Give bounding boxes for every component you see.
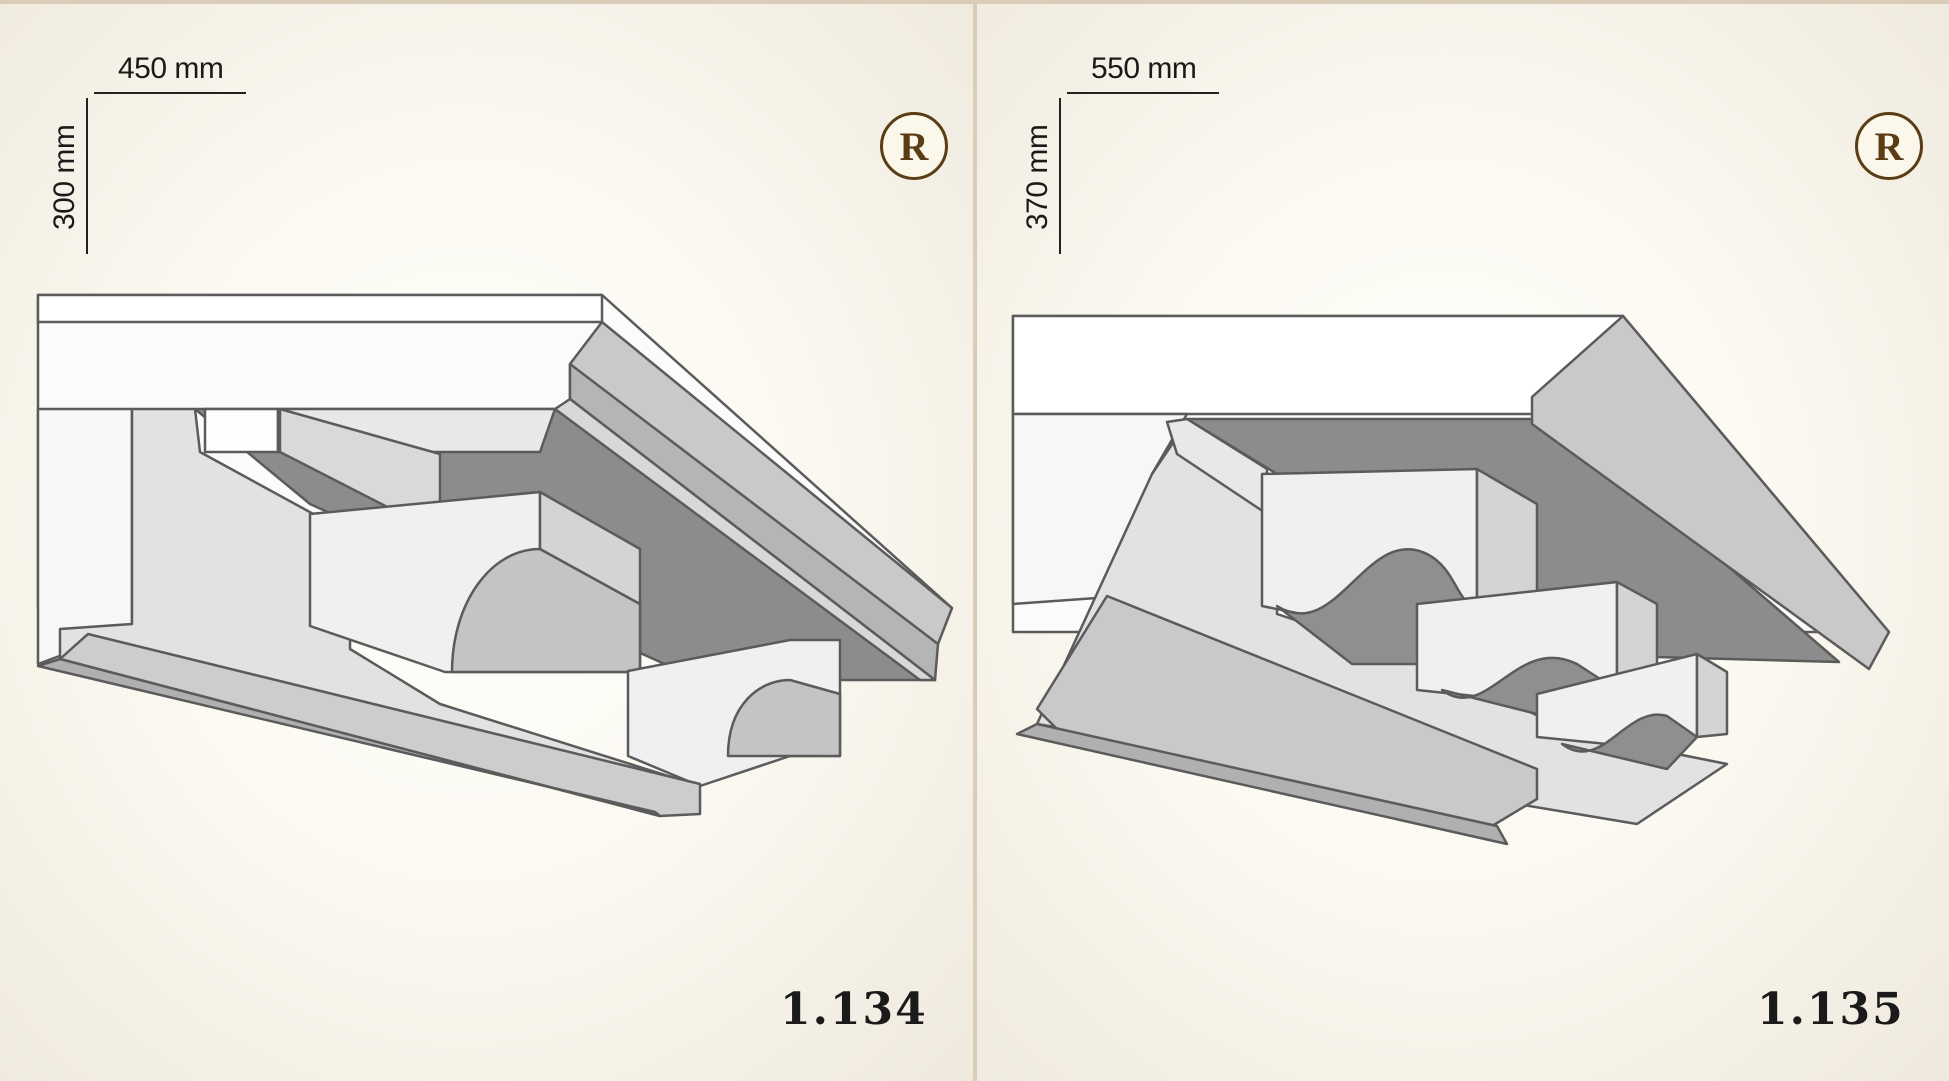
height-dimension-line <box>86 98 88 254</box>
modillion-side-face <box>538 490 642 606</box>
profile-code: 1.135 <box>1757 984 1905 1035</box>
cornice-profile-drawing <box>1011 314 1891 846</box>
top-slab-edge <box>36 293 604 324</box>
width-dimension-label: 450 mm <box>118 52 224 85</box>
registered-badge-icon: R <box>1855 112 1923 180</box>
profile-panel-1135: 550 mm 370 mm R <box>977 4 1949 1081</box>
modillion-3-side-face <box>1695 652 1729 739</box>
wave-curve-face-3 <box>1560 713 1699 771</box>
notch-face <box>203 407 280 454</box>
profile-panel-1134: 450 mm 300 mm R <box>0 4 973 1081</box>
upper-rail-face <box>1530 314 1891 671</box>
modillion-2-curve-face <box>726 678 842 758</box>
panel-divider <box>973 0 977 1081</box>
height-dimension-line <box>1059 98 1061 254</box>
lower-rail-edge-face <box>36 657 662 818</box>
width-dimension-label: 550 mm <box>1091 52 1197 85</box>
lower-rail-edge-face <box>1015 722 1509 846</box>
profile-code: 1.134 <box>780 984 928 1035</box>
upper-rail-step-face <box>553 397 937 682</box>
cornice-profile-drawing <box>36 293 954 818</box>
width-dimension-line <box>94 92 246 94</box>
width-dimension-line <box>1067 92 1219 94</box>
registered-badge-icon: R <box>880 112 948 180</box>
